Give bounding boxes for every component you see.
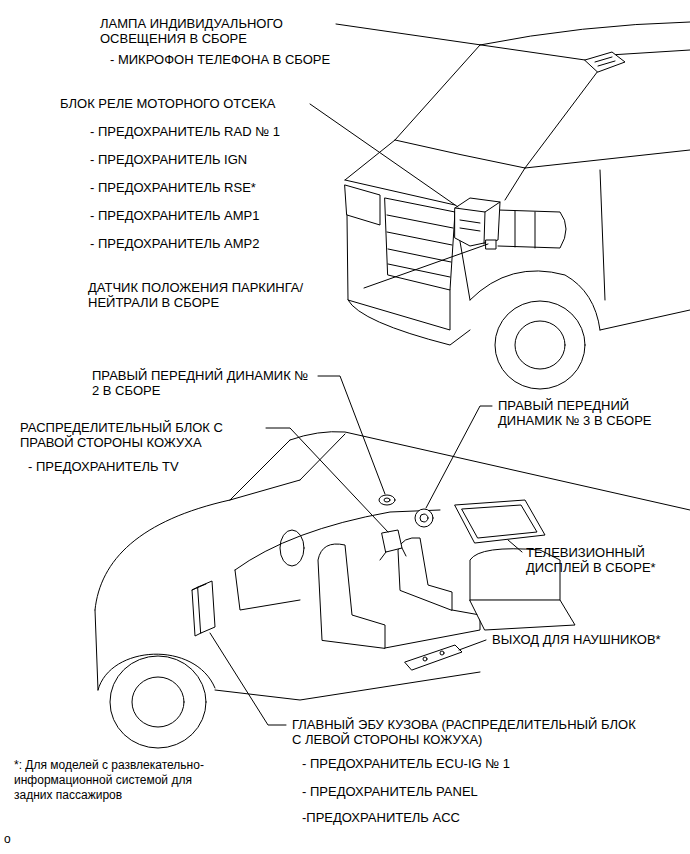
part-label: - ПРЕДОХРАНИТЕЛЬ IGN: [90, 152, 247, 167]
interior-illustration: [95, 432, 690, 748]
body-side: [600, 310, 690, 330]
leader-line: [318, 376, 385, 494]
headlight: [345, 185, 380, 225]
leader-line: [364, 244, 488, 288]
belt-line: [525, 150, 690, 168]
part-label: РАСПРЕДЕЛИТЕЛЬНЫЙ БЛОК С ПРАВОЙ СТОРОНЫ …: [20, 420, 260, 450]
part-label: ДАТЧИК ПОЛОЖЕНИЯ ПАРКИНГА/ НЕЙТРАЛИ В СБ…: [88, 280, 358, 310]
headphone-outlet: [405, 645, 462, 670]
leader-line: [310, 104, 458, 207]
part-label: o: [4, 832, 11, 847]
leader-line: [336, 24, 585, 60]
junction-bracket: [380, 548, 406, 560]
front-bumper: [95, 610, 98, 690]
steering-wheel: [280, 530, 304, 566]
part-label: ГЛАВНЫЙ ЭБУ КУЗОВА (РАСПРЕДЕЛИТЕЛЬНЫЙ БЛ…: [292, 717, 637, 747]
personal-lamp: [585, 52, 625, 72]
cowl: [395, 140, 525, 168]
wheel-rim: [515, 321, 565, 369]
bumper: [347, 215, 450, 330]
part-label: ТЕЛЕВИЗИОННЫЙ ДИСПЛЕЙ В СБОРЕ*: [526, 545, 686, 575]
lamp-detail: [595, 57, 615, 66]
leader-lines: [310, 24, 585, 288]
a-pillar: [230, 440, 290, 500]
part-label: ПРАВЫЙ ПЕРЕДНИЙ ДИНАМИК № 2 В СБОРЕ: [92, 368, 312, 398]
speaker-2: [379, 495, 395, 505]
jack: [423, 657, 427, 661]
relay-block: [455, 198, 500, 246]
dashboard-lower: [235, 570, 300, 610]
transmission-ribs: [515, 211, 535, 248]
roof-side: [610, 50, 690, 55]
center-console: [385, 610, 480, 648]
speaker-3: [415, 509, 433, 527]
part-label: - ПРЕДОХРАНИТЕЛЬ RAD № 1: [90, 124, 280, 139]
leader-lines: [210, 376, 522, 725]
roof-edge: [480, 22, 690, 45]
transmission: [498, 210, 566, 248]
tv-screen: [462, 505, 537, 538]
jack: [440, 651, 444, 655]
a-pillar: [395, 45, 480, 140]
leader-line: [426, 406, 492, 508]
truck-illustration: [345, 22, 690, 389]
bumper-lower: [348, 300, 470, 345]
roof: [290, 432, 690, 510]
front-seat: [318, 544, 385, 648]
body-ecu: [198, 581, 215, 633]
grille: [385, 198, 455, 290]
door-line: [600, 170, 605, 300]
wheel-rim: [132, 677, 184, 727]
front-seat: [398, 538, 452, 610]
a-pillar: [300, 434, 345, 480]
junction-block: [382, 530, 402, 552]
leader-line: [210, 633, 286, 725]
part-label: - ПРЕДОХРАНИТЕЛЬ AMP1: [90, 208, 260, 223]
relay-block-detail: [460, 220, 480, 231]
part-label: - ПРЕДОХРАНИТЕЛЬ ECU-IG № 1: [302, 756, 510, 771]
part-label: ВЫХОД ДЛЯ НАУШНИКОВ*: [492, 632, 661, 647]
part-label: ЛАМПА ИНДИВИДУАЛЬНОГО ОСВЕЩЕНИЯ В СБОРЕ: [100, 16, 330, 46]
leader-line: [459, 640, 486, 650]
part-label: БЛОК РЕЛЕ МОТОРНОГО ОТСЕКА: [60, 96, 275, 111]
part-label: - ПРЕДОХРАНИТЕЛЬ AMP2: [90, 236, 260, 251]
ecu-side: [192, 584, 206, 636]
tire: [110, 656, 206, 748]
body-side: [215, 672, 480, 700]
leader-line: [266, 428, 388, 532]
speaker-cone: [384, 498, 390, 502]
part-label: ПРАВЫЙ ПЕРЕДНИЙ ДИНАМИК № 3 В СБОРЕ: [498, 398, 683, 428]
part-label: *: Для моделей с развлекательно- информа…: [14, 758, 214, 803]
part-label: - ПРЕДОХРАНИТЕЛЬ PANEL: [302, 784, 478, 799]
leader-line: [508, 540, 522, 552]
relay-block-edges: [455, 202, 500, 244]
part-label: - ПРЕДОХРАНИТЕЛЬ RSE*: [90, 180, 256, 195]
rear-seat-cushion: [470, 600, 575, 630]
part-label: - ПРЕДОХРАНИТЕЛЬ TV: [28, 459, 179, 474]
hood-edge: [505, 168, 525, 200]
speaker-cone: [420, 514, 428, 522]
part-label: -ПРЕДОХРАНИТЕЛЬ ACC: [302, 810, 460, 825]
tv-display: [455, 500, 545, 543]
part-label: - МИКРОФОН ТЕЛЕФОНА В СБОРЕ: [110, 52, 330, 67]
tire: [495, 301, 585, 389]
